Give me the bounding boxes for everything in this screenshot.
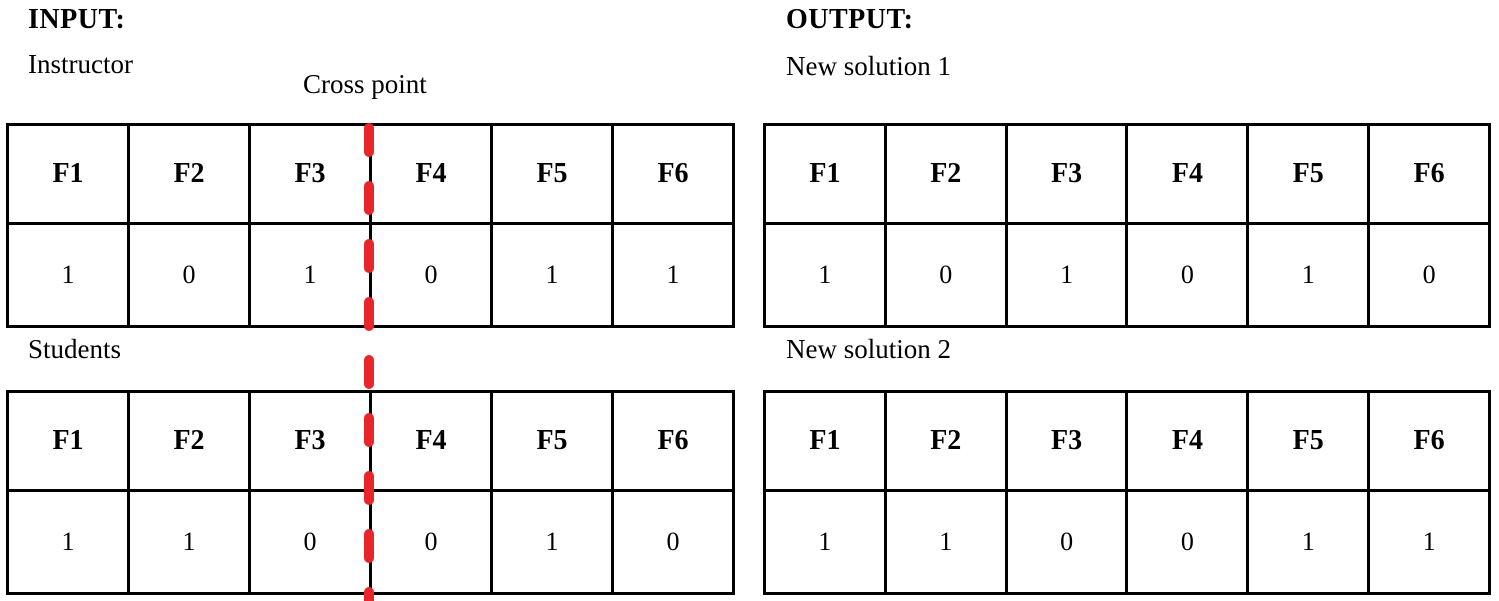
value-cell: 1	[127, 489, 251, 595]
header-cell: F5	[490, 390, 614, 492]
table-row: 1 1 0 0 1 1	[763, 489, 1491, 595]
table-row: F1 F2 F3 F4 F5 F6	[763, 123, 1491, 225]
value-cell: 0	[611, 489, 735, 595]
header-cell: F4	[369, 123, 493, 225]
value-cell: 0	[127, 222, 251, 328]
header-cell: F3	[1004, 390, 1129, 492]
value-cell: 1	[1246, 222, 1371, 328]
value-cell: 1	[611, 222, 735, 328]
value-cell: 0	[369, 489, 493, 595]
header-cell: F6	[611, 123, 735, 225]
output-title: OUTPUT:	[786, 4, 914, 35]
header-cell: F3	[1004, 123, 1129, 225]
header-cell: F3	[248, 390, 372, 492]
new-solution-1-label: New solution 1	[786, 51, 951, 81]
header-cell: F4	[369, 390, 493, 492]
header-cell: F4	[1125, 390, 1250, 492]
instructor-label: Instructor	[28, 49, 133, 79]
header-cell: F2	[883, 390, 1008, 492]
input-title: INPUT:	[28, 4, 126, 35]
new-solution-2-table: F1 F2 F3 F4 F5 F6 1 1 0 0 1 1	[763, 390, 1491, 595]
header-cell: F6	[1367, 390, 1491, 492]
header-cell: F5	[490, 123, 614, 225]
header-cell: F6	[1367, 123, 1491, 225]
table-row: F1 F2 F3 F4 F5 F6	[6, 123, 735, 225]
value-cell: 1	[1004, 222, 1129, 328]
header-cell: F2	[883, 123, 1008, 225]
header-cell: F1	[763, 390, 887, 492]
new-solution-1-table: F1 F2 F3 F4 F5 F6 1 0 1 0 1 0	[763, 123, 1491, 328]
header-cell: F1	[6, 390, 130, 492]
value-cell: 1	[6, 489, 130, 595]
cross-point-label: Cross point	[303, 69, 427, 99]
value-cell: 1	[6, 222, 130, 328]
value-cell: 0	[1125, 489, 1250, 595]
value-cell: 1	[490, 489, 614, 595]
table-row: 1 0 1 0 1 0	[763, 222, 1491, 328]
value-cell: 1	[883, 489, 1008, 595]
value-cell: 1	[490, 222, 614, 328]
students-table: F1 F2 F3 F4 F5 F6 1 1 0 0 1 0	[6, 390, 735, 595]
table-row: 1 1 0 0 1 0	[6, 489, 735, 595]
value-cell: 1	[248, 222, 372, 328]
value-cell: 0	[1367, 222, 1491, 328]
header-cell: F6	[611, 390, 735, 492]
header-cell: F1	[6, 123, 130, 225]
table-row: F1 F2 F3 F4 F5 F6	[6, 390, 735, 492]
header-cell: F4	[1125, 123, 1250, 225]
table-row: 1 0 1 0 1 1	[6, 222, 735, 328]
header-cell: F1	[763, 123, 887, 225]
new-solution-2-label: New solution 2	[786, 334, 951, 364]
value-cell: 1	[1367, 489, 1491, 595]
header-cell: F5	[1246, 123, 1371, 225]
value-cell: 1	[1246, 489, 1371, 595]
header-cell: F2	[127, 390, 251, 492]
header-cell: F2	[127, 123, 251, 225]
value-cell: 0	[883, 222, 1008, 328]
header-cell: F5	[1246, 390, 1371, 492]
students-label: Students	[28, 334, 122, 364]
table-row: F1 F2 F3 F4 F5 F6	[763, 390, 1491, 492]
value-cell: 1	[763, 222, 887, 328]
value-cell: 0	[369, 222, 493, 328]
header-cell: F3	[248, 123, 372, 225]
value-cell: 0	[1125, 222, 1250, 328]
value-cell: 0	[248, 489, 372, 595]
instructor-table: F1 F2 F3 F4 F5 F6 1 0 1 0 1 1	[6, 123, 735, 328]
value-cell: 0	[1004, 489, 1129, 595]
value-cell: 1	[763, 489, 887, 595]
